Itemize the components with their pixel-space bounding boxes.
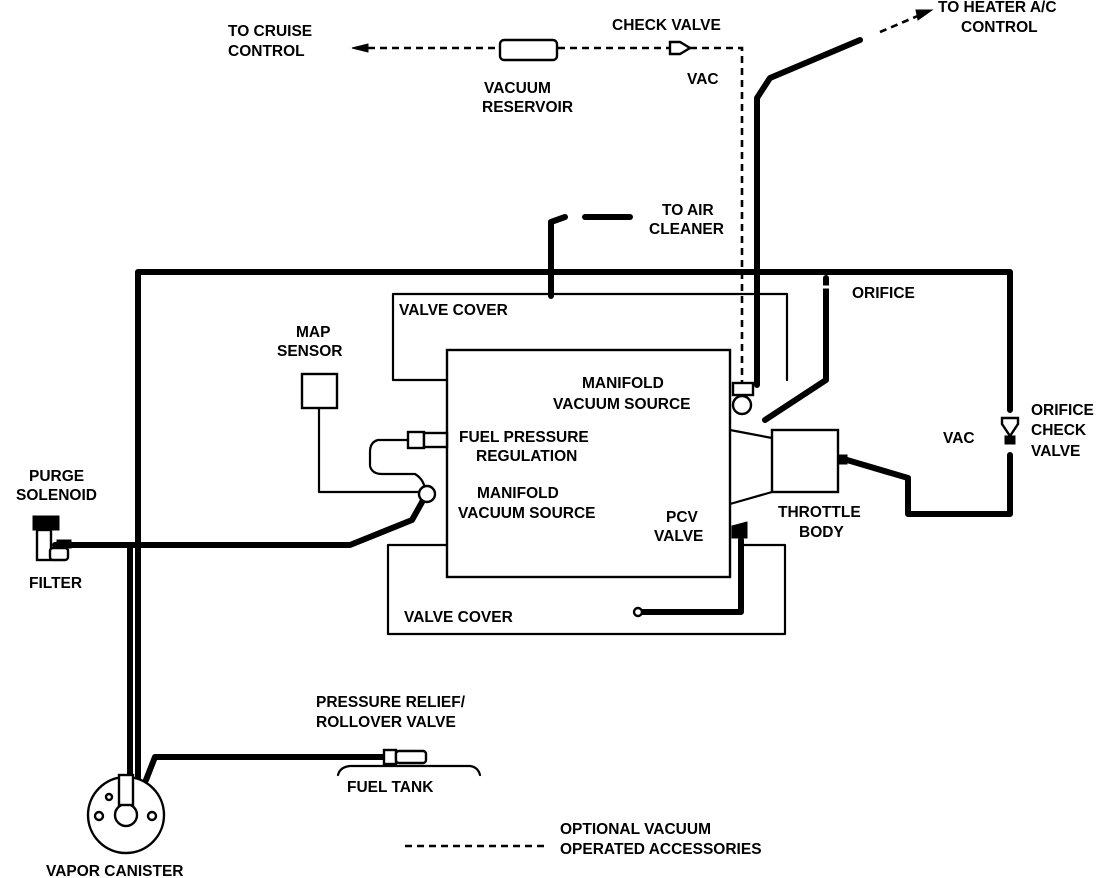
- valve-cover-top: [391, 292, 789, 382]
- dash-check-valve: [690, 46, 744, 382]
- label-vac-top: VAC: [687, 71, 719, 88]
- line-map-sensor: [317, 406, 422, 494]
- label-pressure-relief: PRESSURE RELIEF/ ROLLOVER VALVE: [316, 694, 469, 731]
- label-pcv-valve: PCV VALVE: [654, 509, 703, 545]
- intake-manifold: [445, 348, 732, 579]
- manifold-source-fitting-a: [731, 394, 753, 416]
- check-valve: [668, 40, 693, 56]
- label-map-sensor: MAP SENSOR: [277, 324, 342, 360]
- throttle-body: [770, 428, 840, 494]
- purge-solenoid: [32, 515, 72, 562]
- throttle-body-adapter: [728, 428, 774, 506]
- label-vapor-canister: VAPOR CANISTER: [46, 863, 184, 878]
- label-fuel-tank: FUEL TANK: [347, 779, 434, 796]
- valve-cover-bottom: [386, 543, 787, 636]
- manifold-source-fitting-b: [731, 381, 755, 397]
- label-filter: FILTER: [29, 575, 82, 592]
- orifice-check-valve: [1000, 416, 1020, 445]
- hose-air-cleaner: [548, 214, 568, 299]
- label-orifice: ORIFICE: [852, 285, 915, 302]
- fuel-pressure-fitting: [406, 430, 449, 450]
- hose-pcv: [637, 537, 744, 615]
- hose-fuel-tank: [143, 754, 388, 783]
- pcv-valve: [731, 521, 748, 539]
- label-purge-solenoid: PURGE SOLENOID: [16, 468, 97, 504]
- label-to-heater-ac: TO HEATER A/C CONTROL: [938, 0, 1061, 36]
- manifold-source-lower-fitting: [417, 484, 437, 504]
- hose-heater-ac-dash: [879, 13, 921, 34]
- line-fuel-pressure: [368, 438, 427, 494]
- map-sensor: [300, 372, 339, 410]
- label-vacuum-reservoir: VACUUM RESERVOIR: [482, 80, 573, 116]
- label-orifice-check-valve: ORIFICE CHECK VALVE: [1031, 402, 1098, 460]
- heater-ac-arrow: [915, 9, 934, 21]
- hose-orifice-manifold: [762, 275, 829, 423]
- rollover-valve: [382, 748, 428, 766]
- fuel-tank-bracket: [336, 764, 482, 777]
- vapor-canister: [86, 773, 166, 855]
- hose-heater-ac: [754, 37, 863, 388]
- cruise-arrow: [351, 43, 369, 53]
- label-legend: OPTIONAL VACUUM OPERATED ACCESSORIES: [560, 821, 762, 858]
- valve-cover-port: [632, 606, 644, 618]
- label-throttle-body: THROTTLE BODY: [778, 504, 865, 541]
- purge-filter: [48, 546, 70, 562]
- hose-main-loop: [135, 269, 1013, 783]
- label-vac-right: VAC: [943, 430, 975, 447]
- label-to-air-cleaner: TO AIR CLEANER: [649, 202, 724, 238]
- label-valve-cover-top: VALVE COVER: [399, 302, 508, 319]
- label-valve-cover-bottom: VALVE COVER: [404, 609, 513, 626]
- label-manifold-vacuum-source-lower: MANIFOLD VACUUM SOURCE: [458, 485, 596, 522]
- label-to-cruise-control: TO CRUISE CONTROL: [228, 23, 316, 60]
- hose-orifice-check: [844, 452, 1013, 517]
- label-manifold-vacuum-source-upper: MANIFOLD VACUUM SOURCE: [553, 375, 691, 413]
- label-fuel-pressure-regulation: FUEL PRESSURE REGULATION: [459, 429, 593, 465]
- vacuum-reservoir: [498, 38, 559, 62]
- label-check-valve: CHECK VALVE: [612, 17, 721, 34]
- hose-purge: [52, 492, 429, 548]
